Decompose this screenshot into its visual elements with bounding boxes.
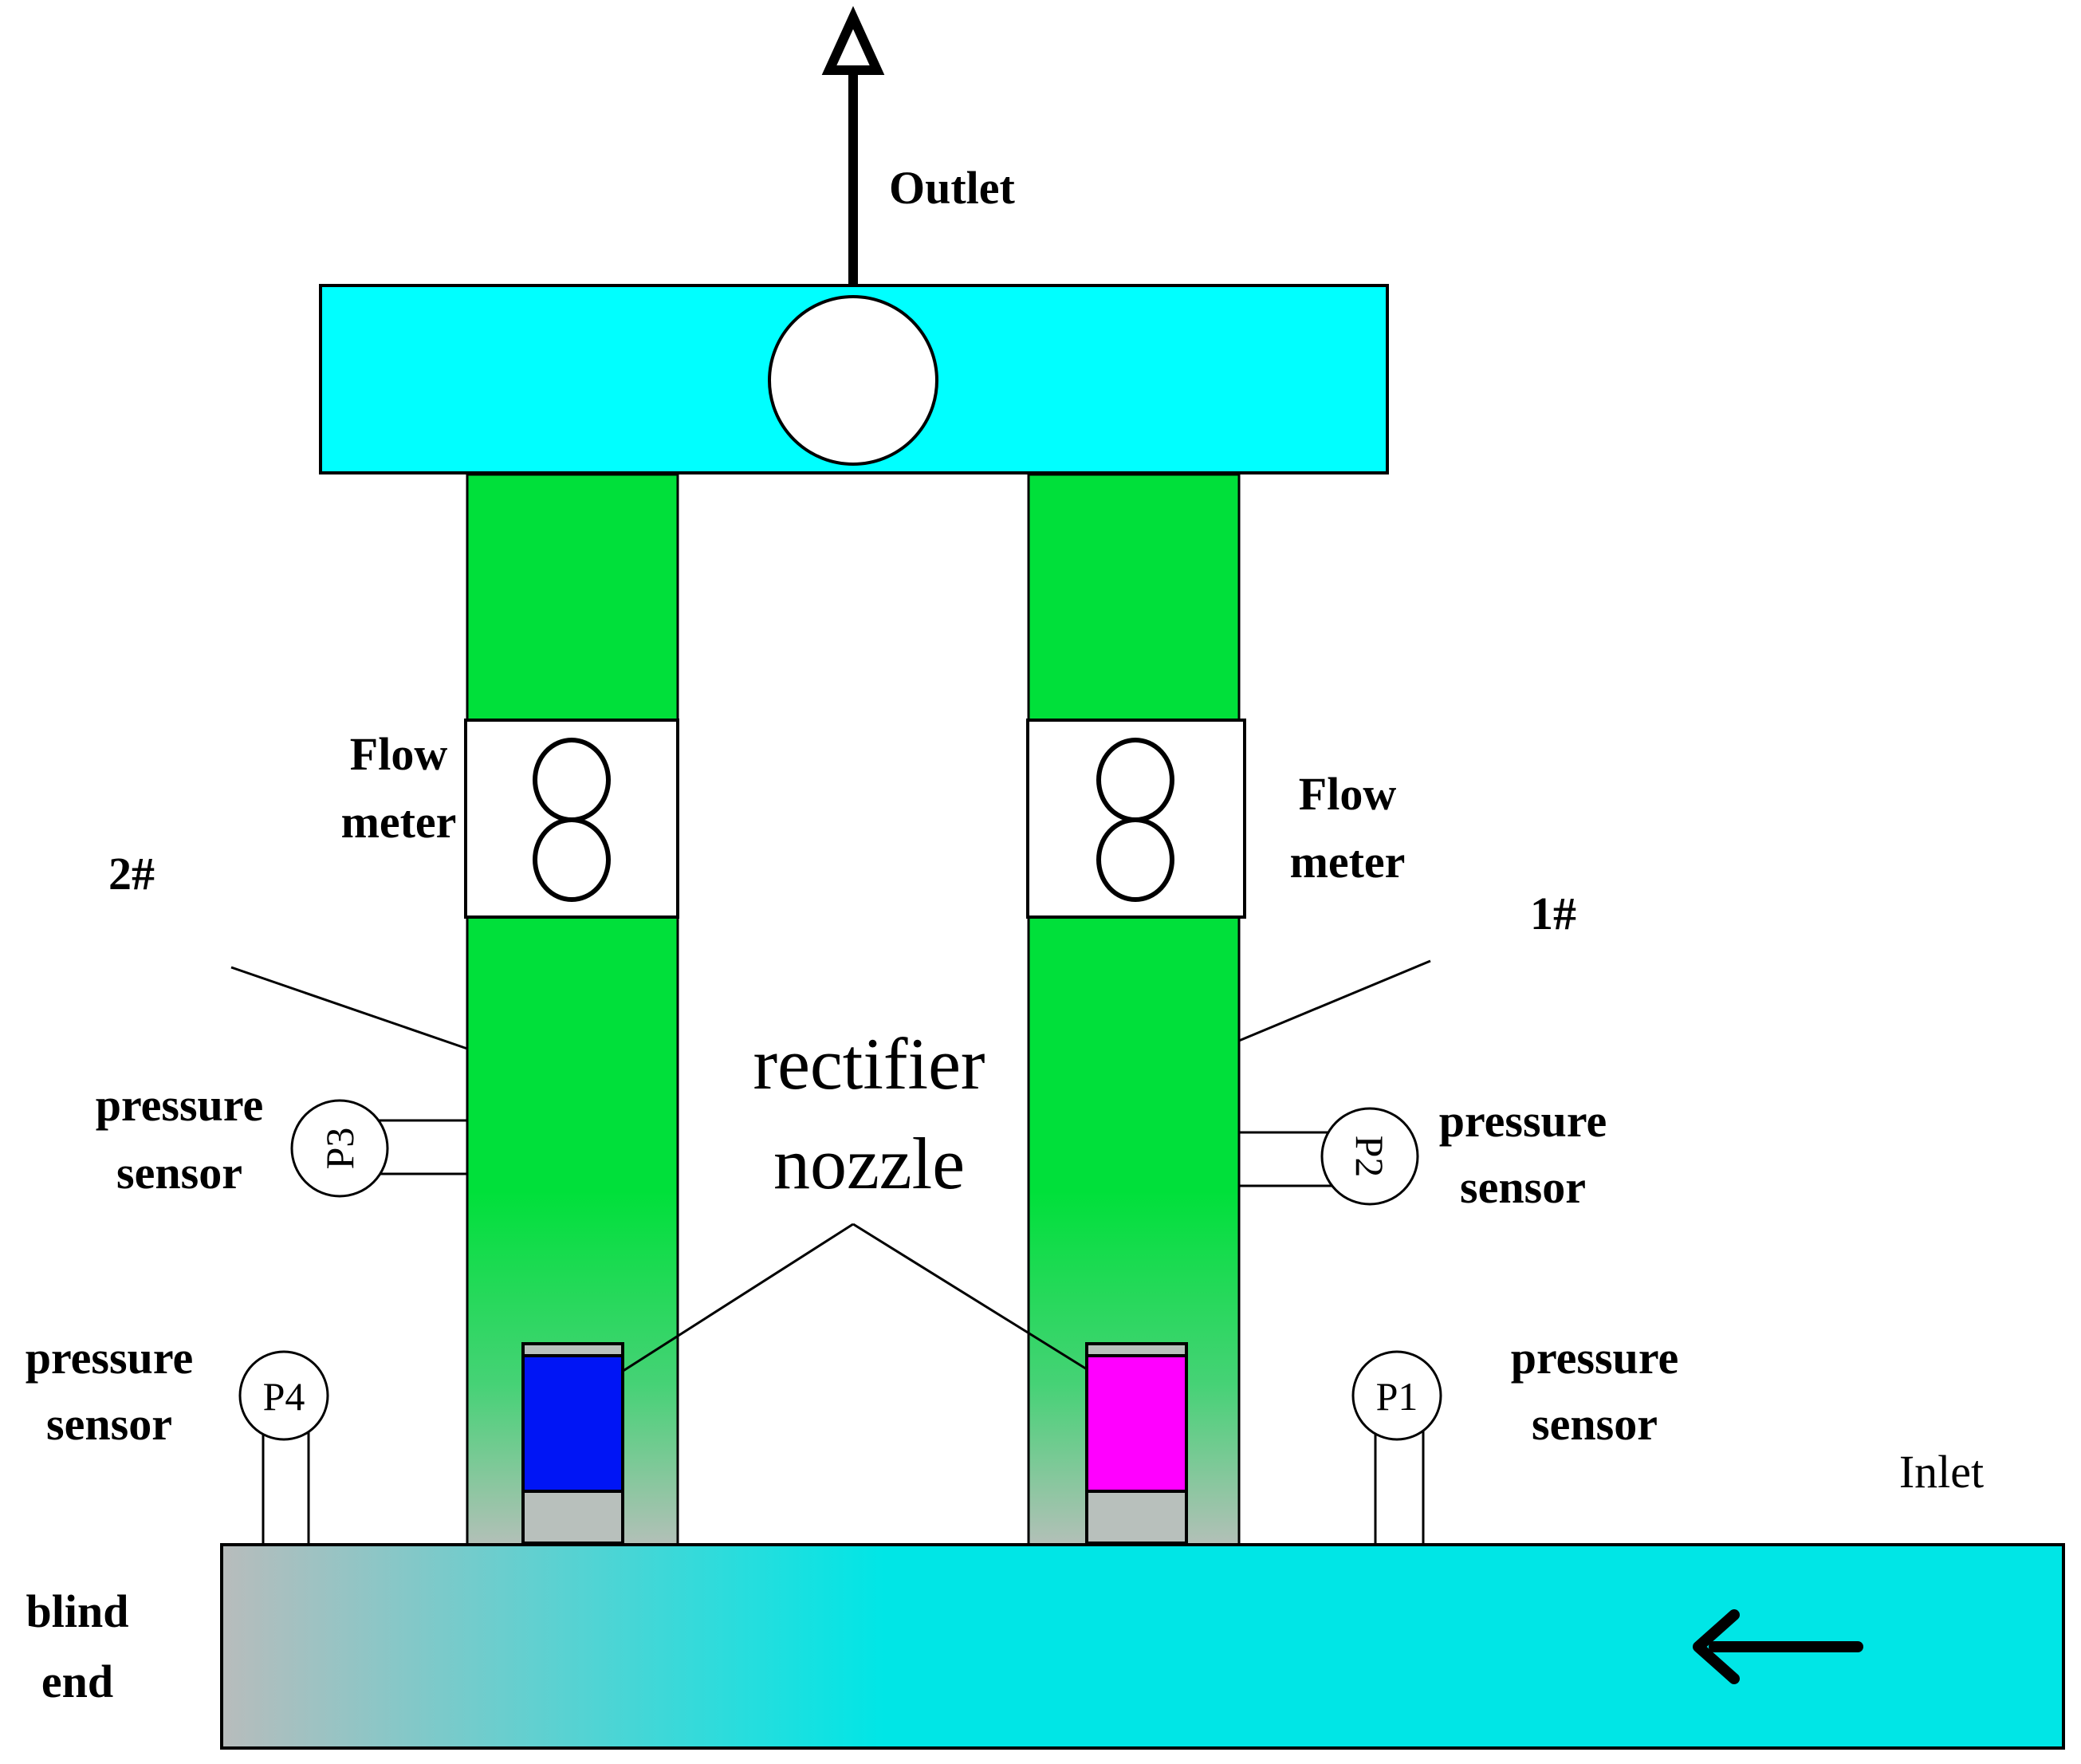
branch-2-leader — [230, 966, 468, 1050]
rectifier-nozzle-1 — [1085, 1342, 1188, 1545]
rectifier-label-line1: rectifier — [753, 1023, 985, 1104]
p1-caption-line1: pressure — [1511, 1332, 1679, 1384]
branch-1-label: 1# — [1530, 888, 1576, 939]
p3-caption-line1: pressure — [96, 1079, 264, 1131]
pressure-sensor-p2: P2 — [1239, 1107, 1419, 1206]
p2-label: P2 — [1347, 1136, 1392, 1178]
blind-end-label-line1: blind — [26, 1585, 129, 1637]
branch-1-leader — [1238, 959, 1431, 1042]
outlet-opening — [768, 295, 938, 466]
p3-caption-line2: sensor — [116, 1147, 242, 1199]
inlet-label: Inlet — [1899, 1446, 1984, 1498]
p1-caption-line2: sensor — [1532, 1398, 1658, 1450]
flow-meter-1 — [1026, 719, 1246, 919]
branch-2-label: 2# — [108, 848, 155, 900]
p4-caption-line1: pressure — [26, 1332, 194, 1384]
flow-meter-2 — [464, 719, 679, 919]
flow-meter-2-label-line1: Flow — [350, 728, 448, 780]
outlet-label: Outlet — [889, 162, 1016, 214]
p3-label: P3 — [317, 1128, 362, 1170]
rectifier-label-line2: nozzle — [773, 1123, 965, 1204]
blind-end-label-line2: end — [41, 1656, 113, 1707]
rectifier-leaders — [621, 1223, 1092, 1373]
rectifier-nozzle-2 — [521, 1342, 624, 1545]
flow-meter-1-label-line1: Flow — [1299, 768, 1397, 820]
p2-caption-line2: sensor — [1460, 1161, 1586, 1213]
outlet-arrow — [821, 6, 885, 285]
p4-label: P4 — [263, 1374, 305, 1419]
p1-label: P1 — [1376, 1374, 1418, 1419]
p2-caption-line1: pressure — [1439, 1095, 1607, 1147]
inlet-flow-arrow — [1693, 1609, 1863, 1684]
pressure-sensor-p4: P4 — [238, 1350, 329, 1547]
pressure-sensor-p3: P3 — [290, 1099, 467, 1198]
p4-caption-line2: sensor — [46, 1398, 172, 1450]
pressure-sensor-p1: P1 — [1351, 1350, 1442, 1547]
flow-meter-2-label-line2: meter — [341, 796, 457, 848]
flow-meter-1-label-line2: meter — [1290, 836, 1406, 888]
